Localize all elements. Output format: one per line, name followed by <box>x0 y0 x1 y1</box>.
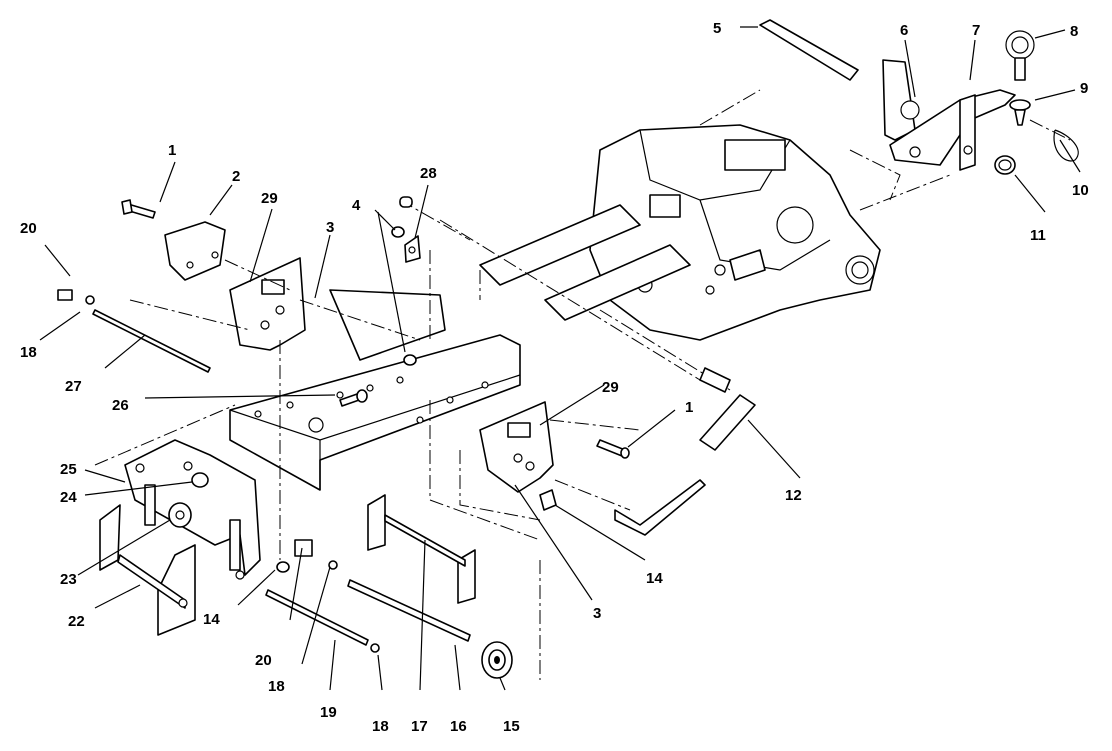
bracket-2 <box>164 221 226 281</box>
shaft-16 <box>347 579 471 642</box>
callout-29: 29 <box>602 379 619 396</box>
callout-15: 15 <box>503 718 520 735</box>
callout-26: 26 <box>112 397 129 414</box>
plate-29-right <box>479 401 554 493</box>
bolt-26 <box>339 389 368 407</box>
shaft-19 <box>265 589 380 653</box>
callout-4: 4 <box>352 197 361 214</box>
callout-7: 7 <box>972 22 980 39</box>
callout-20: 20 <box>20 220 37 237</box>
bracket-25 <box>124 439 261 580</box>
callout-10: 10 <box>1072 182 1089 199</box>
callout-18: 18 <box>268 678 285 695</box>
callout-19: 19 <box>320 704 337 721</box>
callout-18: 18 <box>372 718 389 735</box>
callout-16: 16 <box>450 718 467 735</box>
callout-2: 2 <box>232 168 240 185</box>
plate-29-left <box>229 257 306 351</box>
roller-23 <box>168 502 192 528</box>
frame-rails <box>399 196 731 393</box>
callout-14: 14 <box>203 611 220 628</box>
callout-1: 1 <box>168 142 176 159</box>
callout-5: 5 <box>713 20 721 37</box>
callout-3: 3 <box>593 605 601 622</box>
callout-8: 8 <box>1070 23 1078 40</box>
rod-12 <box>614 394 756 536</box>
nut-24 <box>191 472 209 488</box>
leader-lines <box>39 26 1081 691</box>
callout-23: 23 <box>60 571 77 588</box>
callout-labels: 1 2 3 4 5 6 7 8 9 10 11 12 14 14 15 16 1… <box>20 20 1089 735</box>
spacers-14-20 <box>276 539 338 573</box>
bolt-1-left <box>121 199 156 219</box>
callout-12: 12 <box>785 487 802 504</box>
callout-24: 24 <box>60 489 77 506</box>
bolt-1-right <box>596 439 630 459</box>
callout-14: 14 <box>646 570 663 587</box>
callout-25: 25 <box>60 461 77 478</box>
callout-20: 20 <box>255 652 272 669</box>
nuts-4 <box>391 226 417 366</box>
callout-22: 22 <box>68 613 85 630</box>
callout-17: 17 <box>411 718 428 735</box>
pin-5 <box>759 19 859 81</box>
callout-6: 6 <box>900 22 908 39</box>
callout-27: 27 <box>65 378 82 395</box>
bracket-28 <box>404 235 421 263</box>
callout-3: 3 <box>326 219 334 236</box>
bracket-17 <box>367 494 476 604</box>
callout-9: 9 <box>1080 80 1088 97</box>
callout-1: 1 <box>685 399 693 416</box>
callout-29: 29 <box>261 190 278 207</box>
assembly-lines <box>94 89 951 680</box>
callout-11: 11 <box>1030 227 1046 244</box>
callout-28: 28 <box>420 165 437 182</box>
spacer-14-right <box>539 489 557 511</box>
hitch-assembly <box>759 19 1079 175</box>
bracket-22 <box>99 504 196 636</box>
wheel-15 <box>481 641 513 679</box>
shaft-27 <box>57 289 211 373</box>
transaxle-housing <box>589 124 881 341</box>
callout-18: 18 <box>20 344 37 361</box>
channel-frame <box>229 289 521 491</box>
